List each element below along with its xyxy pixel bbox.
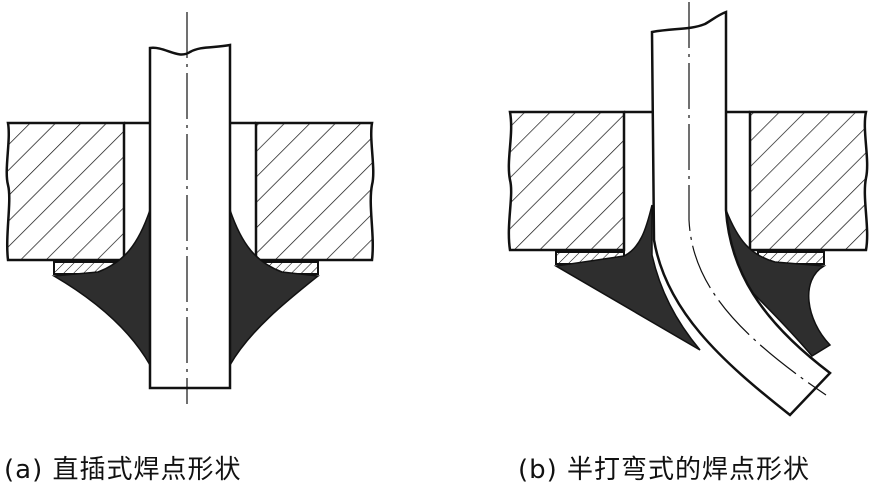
component-lead-a [148,43,232,390]
solder-fillet-left-a [51,209,151,368]
center-line-b [688,2,827,396]
figure-b [507,2,869,417]
solder-fillet-right-b [725,209,832,357]
figure-caption-a: (a) 直插式焊点形状 [4,455,242,485]
solder-fillet-right-a [229,209,320,368]
figure-caption-b: (b) 半打弯式的焊点形状 [518,455,811,485]
board-left-b [507,110,626,252]
board-right-b [748,110,869,252]
solder-fillet-left-b [553,204,701,351]
figure-a [5,12,375,404]
component-lead-b [650,10,832,417]
board-right-a [254,121,375,262]
board-left-a [5,121,126,262]
